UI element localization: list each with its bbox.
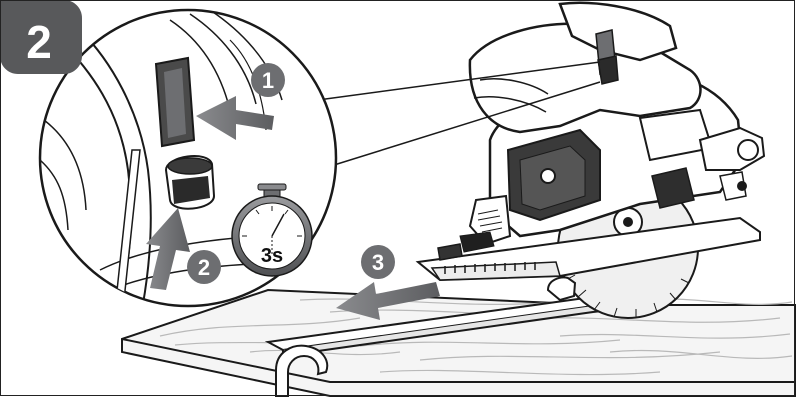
saw-handle-with-hand bbox=[468, 1, 702, 134]
callout-1-label: 1 bbox=[262, 68, 274, 93]
saw-base-plate bbox=[415, 216, 761, 302]
callout-3-label: 3 bbox=[372, 250, 384, 275]
guide-clamp bbox=[275, 344, 329, 397]
timer-label: 3s bbox=[261, 245, 283, 267]
wood-board bbox=[121, 288, 796, 397]
slide-arrow-icon-3 bbox=[336, 282, 440, 320]
callout-3: 3 bbox=[361, 245, 395, 279]
press-arrow-icon-2 bbox=[146, 208, 190, 290]
step-number: 2 bbox=[26, 16, 52, 68]
stopwatch-icon: 3s bbox=[231, 183, 313, 277]
magnified-detail bbox=[38, 8, 338, 308]
step-badge: 2 bbox=[0, 0, 82, 74]
callout-2: 2 bbox=[187, 250, 221, 284]
magnifier-connector bbox=[317, 61, 601, 171]
callout-2-label: 2 bbox=[198, 255, 210, 280]
saw-body bbox=[459, 69, 766, 253]
press-arrow-icon-1 bbox=[196, 96, 274, 140]
callout-1: 1 bbox=[251, 63, 285, 97]
